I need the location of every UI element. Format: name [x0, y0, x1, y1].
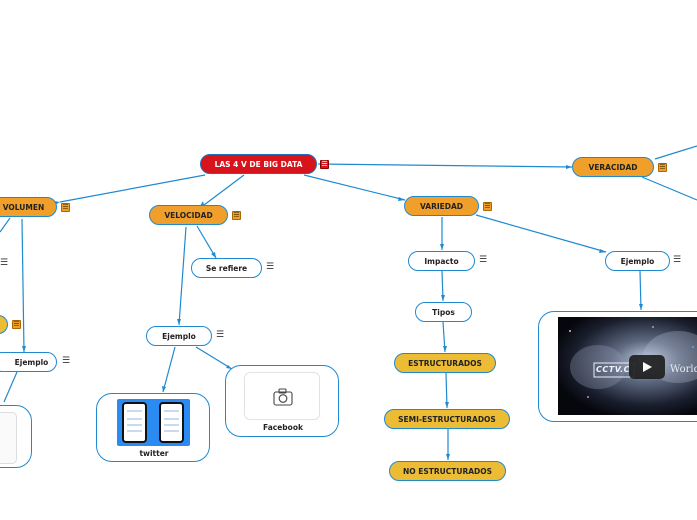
connector-root-veracidad: [317, 163, 573, 168]
topic-volumen[interactable]: VOLUMEN: [0, 197, 57, 217]
camera-icon: [273, 388, 293, 406]
root-topic[interactable]: LAS 4 V DE BIG DATA: [200, 154, 317, 174]
video-world-text: World: [670, 364, 697, 375]
connector-velocidad-serefiere: [196, 225, 217, 259]
tipo-estructurados-label: ESTRUCTURADOS: [408, 358, 482, 368]
connector-root-variedad: [303, 174, 406, 201]
variedad-impacto[interactable]: Impacto: [408, 251, 475, 271]
notes-icon[interactable]: ☰: [0, 258, 9, 268]
topic-variedad-label: VARIEDAD: [419, 201, 464, 211]
connector-veracidad-down: [641, 176, 697, 201]
notes-icon[interactable]: ☰: [478, 255, 488, 265]
velocidad-se-refiere[interactable]: Se refiere: [191, 258, 262, 278]
variedad-impacto-label: Impacto: [424, 256, 459, 266]
notes-icon[interactable]: ☰: [658, 163, 667, 172]
twitter-label: twitter: [139, 449, 169, 458]
connector-veracidad-up: [654, 145, 697, 160]
volumen-ejemplo-label: Ejemplo: [14, 357, 49, 367]
topic-veracidad-label: VERACIDAD: [588, 162, 638, 172]
play-button[interactable]: [629, 355, 665, 379]
connector-variedad-ejemplo: [475, 214, 607, 253]
notes-icon[interactable]: ☰: [232, 211, 241, 220]
connector-root-velocidad: [203, 174, 245, 206]
tipo-no-estructurados[interactable]: NO ESTRUCTURADOS: [389, 461, 506, 481]
velocidad-ejemplo-label: Ejemplo: [162, 331, 196, 341]
notes-icon[interactable]: ☰: [12, 320, 21, 329]
notes-icon[interactable]: ☰: [215, 330, 225, 340]
tipo-estructurados[interactable]: ESTRUCTURADOS: [394, 353, 496, 373]
topic-volumen-label: VOLUMEN: [2, 202, 45, 212]
phone-image: [159, 402, 184, 443]
root-topic-label: LAS 4 V DE BIG DATA: [214, 159, 303, 169]
velocidad-se-refiere-label: Se refiere: [205, 263, 248, 273]
variedad-tipos-label: Tipos: [432, 307, 455, 317]
tipo-semi-estructurados[interactable]: SEMI-ESTRUCTURADOS: [384, 409, 510, 429]
phone-image: [122, 402, 147, 443]
twitter-card[interactable]: twitter: [96, 393, 210, 462]
connector-root-volumen: [59, 174, 206, 203]
variedad-ejemplo-label: Ejemplo: [620, 256, 655, 266]
example-thumbnail: [0, 412, 17, 464]
topic-veracidad[interactable]: VERACIDAD: [572, 157, 654, 177]
tipo-semi-estructurados-label: SEMI-ESTRUCTURADOS: [398, 414, 496, 424]
play-icon: [643, 362, 652, 372]
variedad-ejemplo[interactable]: Ejemplo: [605, 251, 670, 271]
connector-ejemplo-video: [639, 270, 642, 311]
twitter-image: [117, 399, 190, 446]
notes-icon[interactable]: ☰: [61, 203, 70, 212]
volumen-example-card[interactable]: [0, 405, 32, 468]
connector-ejemplo-facebook: [195, 346, 233, 370]
volumen-ejemplo[interactable]: Ejemplo: [0, 352, 57, 372]
video-card[interactable]: CCTV.C World: [538, 311, 697, 422]
video-logo-text: CCTV.C: [596, 365, 631, 374]
connector-ejemplo-twitter: [162, 346, 176, 393]
facebook-label: Facebook: [263, 423, 303, 432]
tipo-no-estructurados-label: NO ESTRUCTURADOS: [402, 466, 493, 476]
topic-variedad[interactable]: VARIEDAD: [404, 196, 479, 216]
notes-icon[interactable]: ☰: [265, 262, 275, 272]
connector-velocidad-ejemplo: [178, 226, 187, 326]
connector-ejemplo-card: [3, 371, 18, 403]
topic-velocidad[interactable]: VELOCIDAD: [149, 205, 228, 225]
notes-icon[interactable]: ☰: [61, 356, 71, 366]
connector-volumen-left: [0, 217, 11, 233]
connector-volumen-ejemplo: [21, 218, 25, 353]
video-thumbnail[interactable]: CCTV.C World: [558, 317, 697, 415]
topic-velocidad-label: VELOCIDAD: [164, 210, 213, 220]
notes-icon[interactable]: ☰: [320, 160, 329, 169]
velocidad-ejemplo[interactable]: Ejemplo: [146, 326, 212, 346]
notes-icon[interactable]: ☰: [672, 255, 682, 265]
facebook-image-placeholder: [244, 372, 320, 420]
variedad-tipos[interactable]: Tipos: [415, 302, 472, 322]
facebook-card[interactable]: Facebook: [225, 365, 339, 437]
notes-icon[interactable]: ☰: [483, 202, 492, 211]
